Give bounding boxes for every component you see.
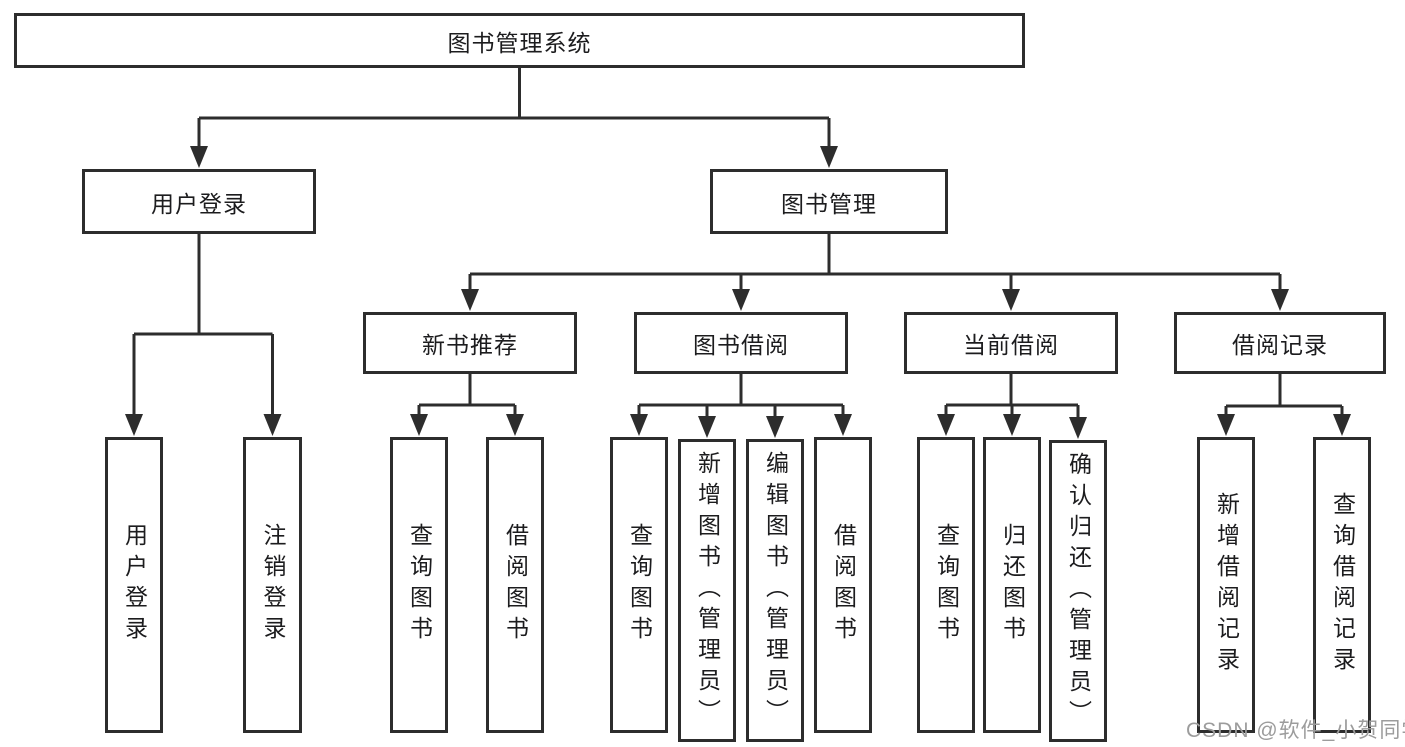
node-leaf-bb-add: 新增图书（管理员）: [678, 439, 736, 742]
arrowhead-icon: [937, 414, 955, 436]
node-leaf-bb-query: 查询图书: [610, 437, 668, 733]
node-label: 查询图书: [933, 523, 960, 647]
arrowhead-icon: [732, 289, 750, 311]
arrowhead-icon: [698, 416, 716, 438]
node-label: 新书推荐: [422, 332, 518, 358]
arrowhead-icon: [1003, 414, 1021, 436]
node-leaf-bb-edit: 编辑图书（管理员）: [746, 439, 804, 742]
arrowhead-icon: [1271, 289, 1289, 311]
arrowhead-icon: [410, 414, 428, 436]
arrowhead-icon: [766, 416, 784, 438]
node-label: 借阅图书: [502, 523, 529, 647]
node-label: 用户登录: [151, 190, 247, 217]
node-leaf-cb-return: 归还图书: [983, 437, 1041, 733]
node-label: 图书管理系统: [447, 29, 592, 56]
node-label: 新增借阅记录: [1213, 492, 1240, 678]
node-label: 借阅记录: [1232, 332, 1328, 358]
node-leaf-bb-borrow: 借阅图书: [814, 437, 872, 733]
arrowhead-icon: [263, 414, 282, 436]
arrowhead-icon: [820, 146, 838, 168]
node-leaf-nbr-borrow: 借阅图书: [486, 437, 544, 733]
arrowhead-icon: [834, 414, 852, 436]
node-leaf-cb-confirm: 确认归还（管理员）: [1049, 440, 1107, 742]
node-label: 归还图书: [999, 523, 1026, 647]
arrowhead-icon: [190, 146, 208, 168]
arrowhead-icon: [506, 414, 524, 436]
node-leaf-logout: 注销登录: [243, 437, 302, 733]
arrowhead-icon: [1069, 417, 1087, 439]
node-root: 图书管理系统: [14, 13, 1025, 68]
csdn-watermark: CSDN @软件_小贺同学: [1186, 719, 1405, 742]
node-label: 图书管理: [781, 190, 877, 217]
arrowhead-icon: [1333, 414, 1351, 436]
node-book-borrow: 图书借阅: [634, 312, 848, 374]
arrowhead-icon: [461, 289, 479, 311]
node-leaf-br-add: 新增借阅记录: [1197, 437, 1255, 733]
node-user-login: 用户登录: [82, 169, 316, 234]
node-label: 用户登录: [121, 523, 148, 647]
node-leaf-user-login: 用户登录: [105, 437, 163, 733]
node-new-book-rec: 新书推荐: [363, 312, 577, 374]
node-borrow-records: 借阅记录: [1174, 312, 1386, 374]
node-label: 查询借阅记录: [1329, 492, 1356, 678]
arrowhead-icon: [125, 414, 143, 436]
node-leaf-br-query: 查询借阅记录: [1313, 437, 1371, 733]
node-label: 查询图书: [406, 523, 433, 647]
node-book-mgmt: 图书管理: [710, 169, 948, 234]
node-label: 编辑图书（管理员）: [762, 451, 789, 730]
arrowhead-icon: [1002, 289, 1020, 311]
node-leaf-cb-query: 查询图书: [917, 437, 975, 733]
node-label: 图书借阅: [693, 332, 789, 358]
node-label: 注销登录: [260, 523, 286, 647]
arrowhead-icon: [630, 414, 648, 436]
node-label: 新增图书（管理员）: [694, 451, 721, 730]
node-label: 当前借阅: [963, 332, 1059, 358]
node-label: 查询图书: [626, 523, 653, 647]
node-label: 借阅图书: [830, 523, 857, 647]
node-current-borrow: 当前借阅: [904, 312, 1118, 374]
node-leaf-nbr-query: 查询图书: [390, 437, 448, 733]
node-label: 确认归还（管理员）: [1065, 451, 1092, 731]
arrowhead-icon: [1217, 414, 1235, 436]
